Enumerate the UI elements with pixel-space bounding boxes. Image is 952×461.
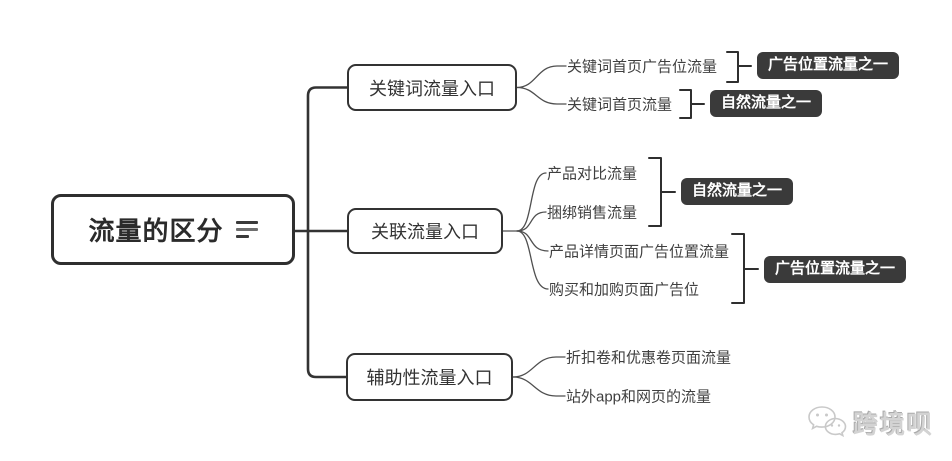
- leaf-node[interactable]: 购买和加购页面广告位: [549, 281, 700, 299]
- leaf-node[interactable]: 关键词首页广告位流量: [567, 58, 718, 76]
- leaf-node[interactable]: 产品对比流量: [547, 165, 638, 183]
- root-to-branch1-connector: [306, 86, 349, 233]
- branch-node-associated-traffic[interactable]: 关联流量入口: [347, 208, 503, 254]
- branch3-leaf1-connector: [512, 356, 566, 378]
- branch2-leaf4-connector: [516, 230, 549, 290]
- summary3-bracket: [648, 157, 676, 227]
- leaf-connectors: [502, 65, 567, 397]
- branch-label: 辅助性流量入口: [366, 368, 493, 388]
- summary-node[interactable]: 自然流量之一: [681, 178, 794, 205]
- notes-icon[interactable]: [235, 221, 258, 238]
- leaf-node[interactable]: 产品详情页面广告位置流量: [549, 243, 730, 261]
- summary-node[interactable]: 广告位置流量之一: [764, 256, 907, 283]
- root-to-branch3-connector: [306, 229, 348, 379]
- branch1-leaf1-connector: [516, 65, 567, 89]
- branch-label: 关键词流量入口: [369, 78, 495, 99]
- summary2-bracket: [679, 89, 705, 119]
- branch-node-keyword-traffic[interactable]: 关键词流量入口: [347, 64, 517, 111]
- leaf-node[interactable]: 关键词首页流量: [567, 96, 673, 114]
- summary-node[interactable]: 自然流量之一: [710, 90, 823, 117]
- branch3-leaf2-connector: [512, 376, 566, 397]
- leaf-node[interactable]: 捆绑销售流量: [547, 204, 638, 222]
- watermark: 跨境呗: [806, 404, 934, 442]
- branch-node-auxiliary-traffic[interactable]: 辅助性流量入口: [346, 353, 513, 401]
- branch2-leaf2-connector: [516, 211, 547, 232]
- leaf-node[interactable]: 折扣卷和优惠卷页面流量: [566, 349, 732, 367]
- branch2-leaf1-connector: [516, 172, 547, 232]
- trunk-connectors: [293, 86, 349, 379]
- branch2-leaf3-connector: [516, 230, 549, 252]
- summary1-bracket: [726, 51, 752, 83]
- root-node[interactable]: 流量的区分: [51, 194, 295, 265]
- branch1-leaf2-connector: [516, 86, 567, 105]
- branch-label: 关联流量入口: [371, 222, 479, 242]
- wechat-chat-bubbles-icon: [808, 406, 847, 438]
- summary4-bracket: [731, 233, 759, 304]
- watermark-brand-label: 跨境呗: [853, 411, 935, 439]
- summary-node[interactable]: 广告位置流量之一: [757, 52, 900, 79]
- root-node-label: 流量的区分: [88, 216, 224, 246]
- leaf-node[interactable]: 站外app和网页的流量: [566, 388, 712, 406]
